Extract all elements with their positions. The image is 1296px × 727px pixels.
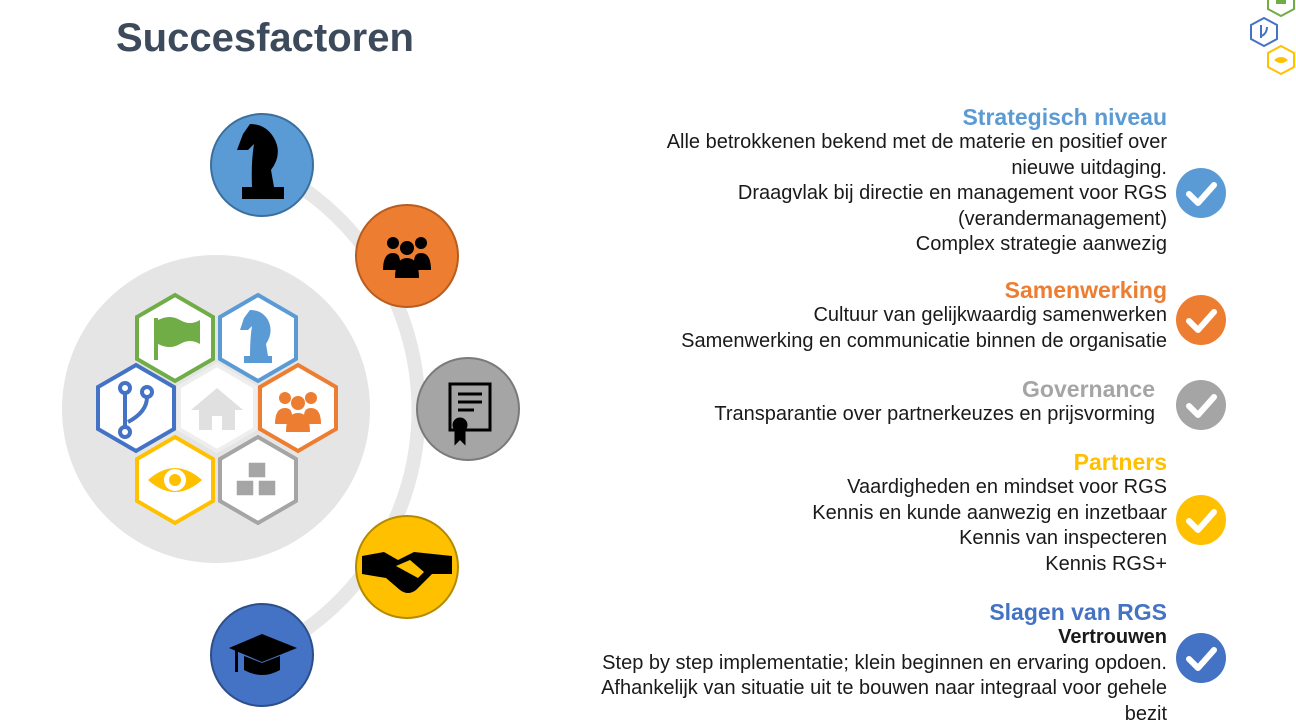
check-icon: [1176, 168, 1226, 218]
section-slagen: Slagen van RGS Vertrouwen Step by step i…: [601, 599, 1167, 727]
section-line: bezit: [601, 702, 1167, 727]
section-heading: Strategisch niveau: [667, 104, 1167, 130]
section-samenwerking: Samenwerking Cultuur van gelijkwaardig s…: [681, 277, 1167, 354]
section-line: Kennis en kunde aanwezig en inzetbaar: [812, 501, 1167, 527]
section-partners: Partners Vaardigheden en mindset voor RG…: [812, 449, 1167, 577]
wheel-certificate: [417, 358, 519, 460]
section-heading: Slagen van RGS: [601, 599, 1167, 625]
check-icon: [1176, 495, 1226, 545]
corner-hexagon-decoration: [1250, 0, 1296, 76]
section-line: Cultuur van gelijkwaardig samenwerken: [681, 303, 1167, 329]
wheel-knight: [211, 114, 313, 216]
check-icon: [1176, 380, 1226, 430]
section-heading: Partners: [812, 449, 1167, 475]
section-line: nieuwe uitdaging.: [667, 156, 1167, 182]
success-factors-diagram: [0, 0, 560, 724]
section-governance: Governance Transparantie over partnerkeu…: [714, 376, 1155, 428]
section-strategisch: Strategisch niveau Alle betrokkenen beke…: [667, 104, 1167, 258]
section-line: Draagvlak bij directie en management voo…: [667, 181, 1167, 207]
section-line: Vaardigheden en mindset voor RGS: [812, 475, 1167, 501]
section-line: Afhankelijk van situatie uit te bouwen n…: [601, 676, 1167, 702]
wheel-people: [356, 205, 458, 307]
check-icon: [1176, 633, 1226, 683]
section-line: (verandermanagement): [667, 207, 1167, 233]
section-line: Transparantie over partnerkeuzes en prij…: [714, 402, 1155, 428]
wheel-handshake: [356, 516, 458, 618]
section-line: Kennis RGS+: [812, 552, 1167, 578]
section-heading: Samenwerking: [681, 277, 1167, 303]
section-line: Alle betrokkenen bekend met de materie e…: [667, 130, 1167, 156]
section-line: Samenwerking en communicatie binnen de o…: [681, 329, 1167, 355]
section-heading: Governance: [714, 376, 1155, 402]
section-line: Step by step implementatie; klein beginn…: [601, 651, 1167, 677]
wheel-graduation: [211, 604, 313, 706]
section-line: Complex strategie aanwezig: [667, 232, 1167, 258]
check-icon: [1176, 295, 1226, 345]
section-bold-line: Vertrouwen: [601, 625, 1167, 651]
section-line: Kennis van inspecteren: [812, 526, 1167, 552]
